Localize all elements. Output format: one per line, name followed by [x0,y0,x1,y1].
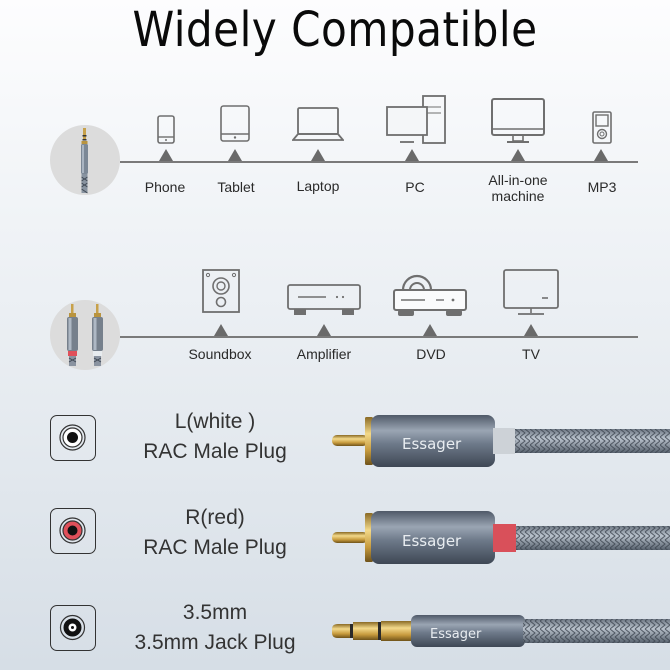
rca-jack-red-icon [59,517,86,544]
plug-label-left-line2: RAC Male Plug [143,440,287,463]
amplifier-icon [287,284,361,315]
rca-plugs-icon [67,304,103,366]
device-label-amplifier: Amplifier [296,346,352,362]
plug-label-right-line2: RAC Male Plug [143,536,287,559]
plug-label-35mm: 3.5mm 3.5mm Jack Plug [120,598,310,658]
device-label-mp3: MP3 [587,179,617,195]
marker-phone [159,149,173,161]
marker-amplifier [317,324,331,336]
device-label-phone: Phone [144,179,186,195]
marker-tv [524,324,538,336]
device-label-all-in-one-line1: All-in-one [488,172,548,188]
device-label-soundbox: Soundbox [188,346,252,362]
plug-label-left-line1: L(white ) [174,410,256,433]
device-label-all-in-one-line2: machine [491,188,545,204]
speaker-icon [202,269,240,313]
tv-icon [503,269,559,315]
jack-circle [50,125,120,195]
device-label-dvd: DVD [416,346,446,362]
jack-35mm-plug-image: Essager [332,615,670,647]
marker-laptop [311,149,325,161]
laptop-icon [292,107,344,141]
port-icon-right-red [50,508,96,554]
port-icon-35mm [50,605,96,651]
port-icon-left-white [50,415,96,461]
device-label-all-in-one: All-in-one machine [468,172,568,204]
device-label-tablet: Tablet [217,179,255,195]
device-label-laptop: Laptop [296,178,340,194]
plug-label-right: R(red) RAC Male Plug [120,503,310,563]
plug-label-35mm-line1: 3.5mm [182,601,248,624]
all-in-one-icon [491,98,545,143]
marker-all-in-one [511,149,525,161]
marker-mp3 [594,149,608,161]
desktop-pc-icon [386,95,446,144]
mp3-player-icon [592,111,612,144]
rca-jack-white-icon [59,424,86,451]
device-line-35mm [120,161,638,163]
3.5mm-jack-icon [81,128,88,194]
plug-label-left: L(white ) RAC Male Plug [120,407,310,467]
device-label-pc: PC [405,179,425,195]
device-line-rca [120,336,638,338]
brand-logo: Essager [402,532,462,550]
rca-plug-white-image: Essager [332,415,670,467]
rca-plug-red-image: Essager [332,511,670,564]
phone-icon [157,115,175,144]
page-title: Widely Compatible [132,2,538,58]
marker-dvd [423,324,437,336]
jack-35mm-icon [59,614,86,641]
device-label-tv: TV [522,346,540,362]
brand-logo: Essager [430,627,482,642]
tablet-icon [220,105,250,142]
marker-soundbox [214,324,228,336]
marker-pc [405,149,419,161]
plug-label-35mm-line2: 3.5mm Jack Plug [134,631,296,654]
dvd-player-icon [393,274,467,316]
rca-circle [50,300,120,370]
marker-tablet [228,149,242,161]
plug-label-right-line1: R(red) [185,506,245,529]
brand-logo: Essager [402,435,462,453]
